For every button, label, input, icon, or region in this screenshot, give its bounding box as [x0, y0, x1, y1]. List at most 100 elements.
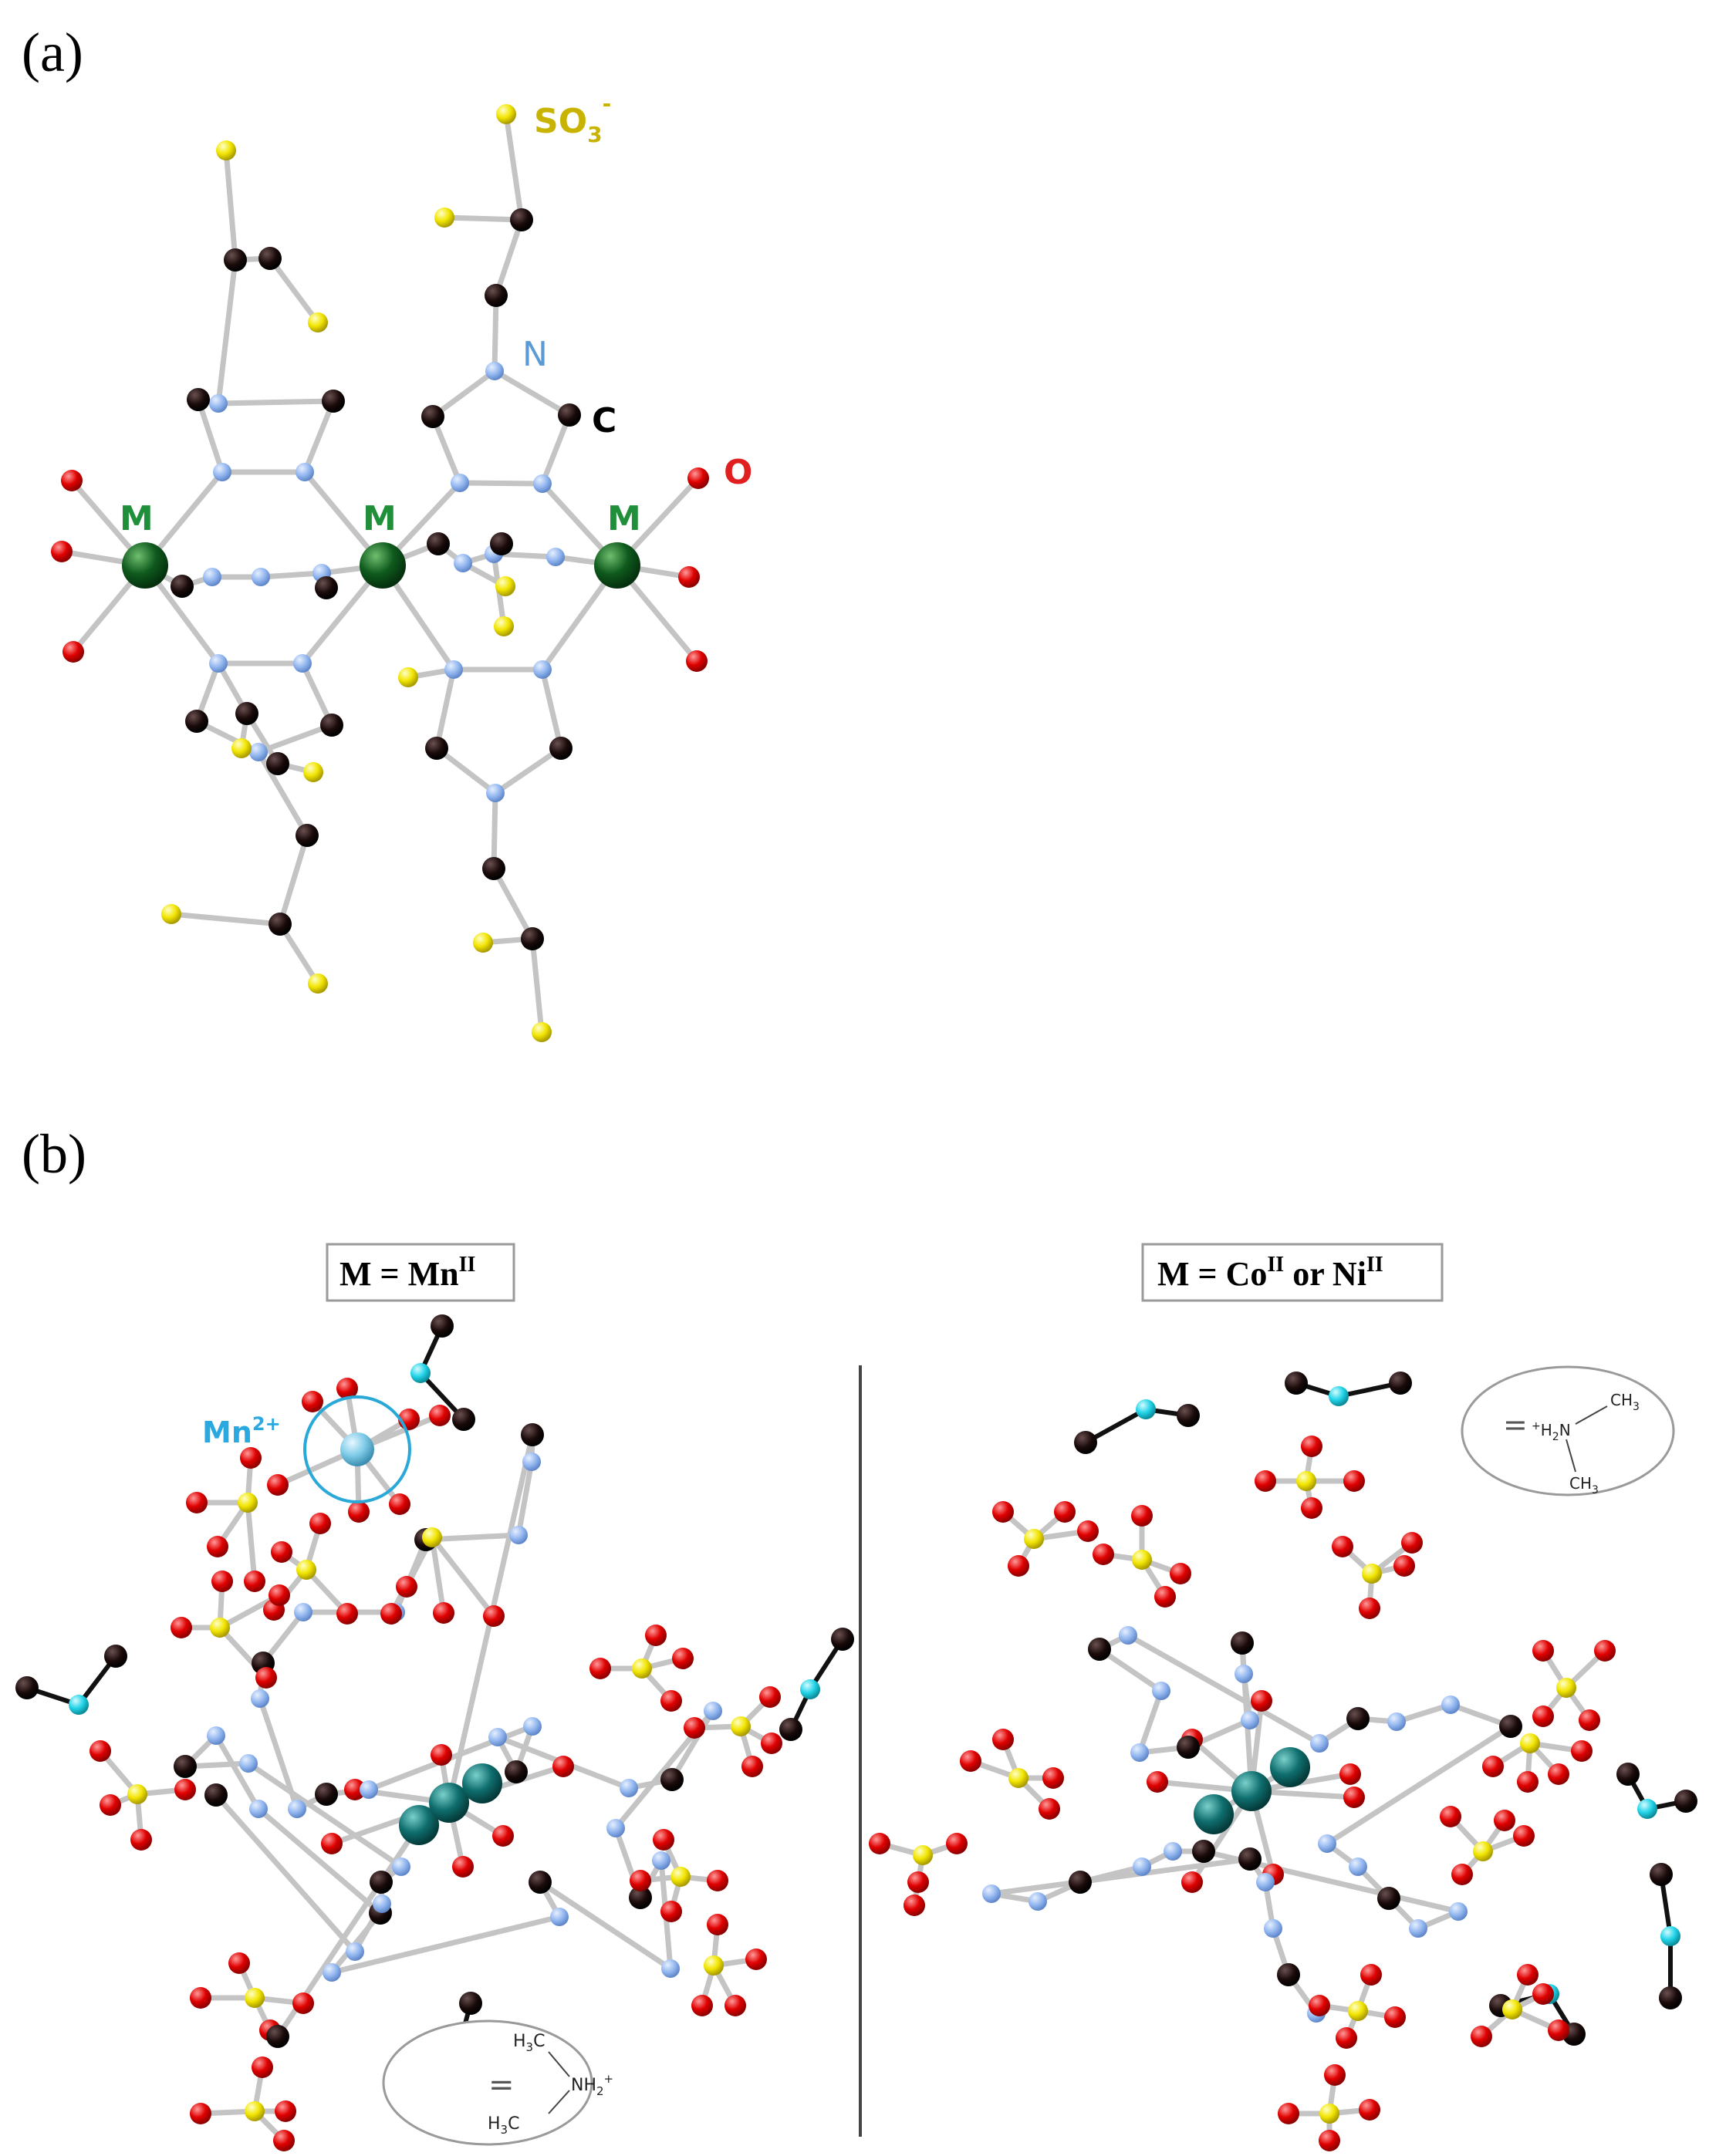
oxygen-atom — [190, 1987, 211, 2009]
carbon-atom — [1074, 1431, 1097, 1454]
m-label-right: M — [607, 499, 641, 538]
bond — [168, 911, 283, 927]
oxygen-atom — [100, 1794, 121, 1816]
oxygen-atom — [255, 1667, 277, 1689]
nitrogen-atom — [488, 1728, 507, 1746]
oxygen-atom — [1594, 1640, 1616, 1662]
nitrogen-atom — [1133, 1857, 1151, 1876]
bond — [492, 745, 564, 796]
oxygen-atom — [302, 1391, 323, 1412]
carbon-atom — [296, 824, 319, 847]
oxygen-atom — [1451, 1864, 1473, 1885]
oxygen-atom — [62, 641, 84, 663]
bond — [430, 413, 463, 486]
nitrogen-atom — [1119, 1626, 1137, 1645]
sulfur-atom — [308, 973, 328, 994]
oxygen-atom — [1393, 1555, 1415, 1577]
sulfur-atom — [731, 1716, 751, 1736]
nitrogen-atom — [1318, 1834, 1336, 1853]
nitrogen-atom — [982, 1884, 1001, 1903]
oxygen-atom — [686, 650, 708, 672]
carbon-atom — [421, 405, 444, 428]
bond — [215, 398, 336, 407]
nitrogen-atom — [1264, 1919, 1282, 1938]
carbon-atom — [549, 737, 573, 760]
nitrogen-atom — [533, 660, 552, 679]
oxygen-atom — [207, 1536, 228, 1557]
carbon-atom — [1674, 1790, 1697, 1813]
bond — [1125, 1632, 1322, 1746]
oxygen-atom — [1517, 1964, 1539, 1986]
oxygen-atom — [1278, 2103, 1299, 2124]
nitrogen-atom — [1130, 1743, 1149, 1762]
oxygen-atom — [869, 1833, 890, 1854]
sulfur-atom — [308, 312, 328, 332]
nitrogen-atom — [1449, 1902, 1468, 1921]
bond — [213, 1792, 358, 1955]
bond — [1393, 1702, 1454, 1725]
oxygen-atom — [269, 1584, 290, 1606]
nitrogen-atom — [203, 568, 221, 586]
nitrogen-atom — [249, 743, 268, 761]
m-label-left: M — [120, 499, 154, 538]
bond — [491, 292, 499, 374]
oxygen-atom — [348, 1501, 370, 1523]
bond — [245, 1760, 404, 1870]
oxygen-atom — [273, 2130, 295, 2151]
carbon-atom — [521, 927, 544, 950]
nitrogen-atom — [360, 1780, 378, 1799]
sulfur-atom — [1520, 1733, 1540, 1753]
oxygen-atom — [589, 1658, 611, 1679]
m-label-center: M — [363, 499, 397, 538]
panel-b-label: (b) — [22, 1123, 86, 1185]
sulfur-atom — [210, 1618, 230, 1638]
carbon-atom — [187, 388, 210, 411]
carbon-atom — [490, 532, 513, 555]
oxygen-atom — [1359, 1598, 1380, 1619]
c-label: C — [592, 401, 616, 440]
metal-atom — [360, 542, 406, 589]
oxygen-atom — [1170, 1563, 1191, 1584]
oxygen-atom — [433, 1602, 454, 1624]
bond — [434, 666, 457, 751]
oxygen-atom — [1360, 1964, 1382, 1986]
nitrogen-atom — [239, 1754, 258, 1773]
nitrogen-atom — [1164, 1842, 1182, 1861]
oxygen-atom — [344, 1779, 366, 1800]
nitrogen-atom — [207, 1726, 225, 1745]
cation-nitrogen-atom — [1637, 1799, 1657, 1819]
panel-a-label: (a) — [22, 22, 83, 83]
sulfur-atom — [1132, 1550, 1152, 1570]
oxygen-atom — [1332, 1536, 1353, 1557]
oxygen-atom — [1077, 1520, 1099, 1542]
nitrogen-atom — [546, 548, 565, 566]
sulfur-atom — [398, 667, 418, 687]
svg-text:M = MnII: M = MnII — [339, 1253, 475, 1293]
nitrogen-atom — [1241, 1711, 1259, 1729]
oxygen-atom — [452, 1856, 474, 1878]
oxygen-atom — [1440, 1806, 1461, 1827]
oxygen-atom — [130, 1829, 152, 1851]
oxygen-atom — [672, 1648, 694, 1669]
sulfur-atom — [632, 1658, 652, 1679]
oxygen-atom — [252, 2056, 273, 2078]
oxygen-atom — [51, 541, 73, 562]
carbon-atom — [1650, 1863, 1673, 1886]
nitrogen-atom — [1387, 1712, 1406, 1731]
oxygen-atom — [1054, 1501, 1076, 1523]
nitrogen-atom — [294, 1603, 312, 1621]
oxygen-atom — [1494, 1810, 1515, 1831]
sulfur-atom — [1473, 1841, 1493, 1861]
bond — [430, 368, 498, 420]
carbon-atom — [427, 532, 450, 555]
oxygen-atom — [1471, 2026, 1492, 2047]
sulfur-atom — [496, 104, 516, 124]
oxygen-atom — [630, 1870, 651, 1891]
nitrogen-atom — [1441, 1695, 1460, 1714]
oxygen-atom — [1384, 2006, 1406, 2028]
oxygen-atom — [1579, 1709, 1600, 1731]
carbon-atom — [1616, 1763, 1640, 1786]
oxygen-atom — [61, 470, 83, 491]
oxygen-atom — [396, 1576, 417, 1598]
